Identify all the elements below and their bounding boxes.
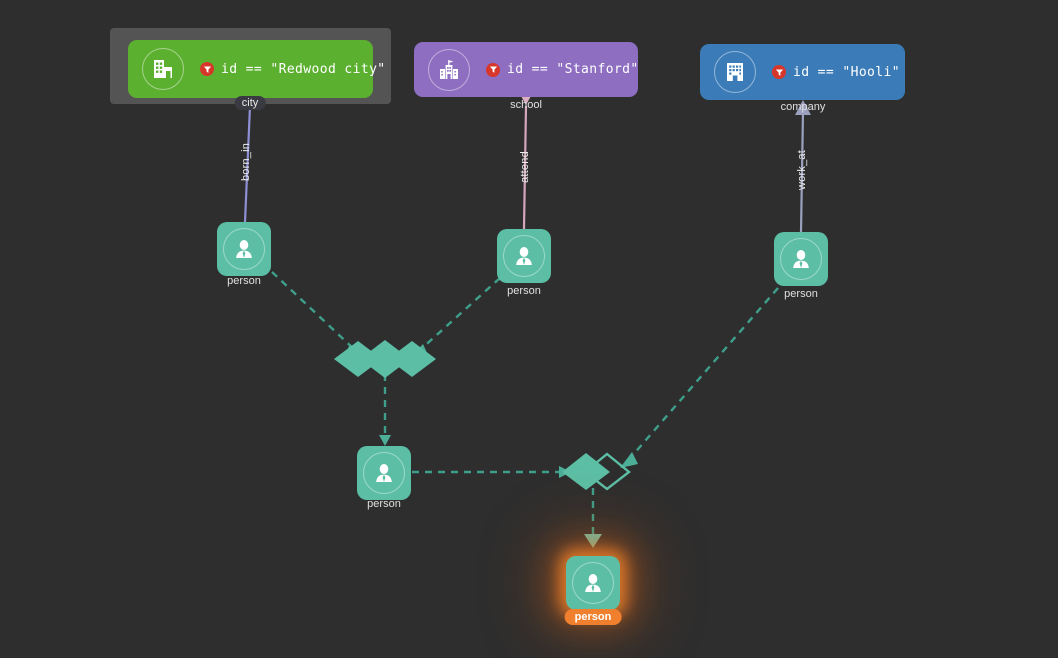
edge-junction-to-person-merged [379,374,391,446]
caption-person-city: person [227,275,261,287]
school-building-flag-icon [428,48,470,91]
filter-funnel-icon [486,62,500,77]
person-node-school[interactable] [497,229,551,283]
office-building-icon [714,51,756,93]
edge-label-work-at: work_at [796,150,808,190]
person-node-merged[interactable] [357,446,411,500]
person-avatar-icon [223,228,265,270]
person-node-result[interactable] [566,556,620,610]
caption-person-school: person [507,285,541,297]
edge-person-company-to-junction-lower [620,287,779,468]
entity-node-city[interactable]: id == "Redwood city" [128,40,385,98]
junction-upper[interactable] [334,340,436,378]
edge-person-school-to-junction [411,277,501,357]
caption-person-result: person [564,609,622,625]
edge-person-merged-to-junction-lower [412,466,571,478]
caption-company: company [780,101,826,113]
person-avatar-icon [572,562,614,604]
company-filter-expression: id == "Hooli" [772,65,900,80]
caption-school: school [510,99,542,111]
edge-person-city-to-junction [271,271,362,357]
edge-junction-lower-to-result [584,488,602,548]
person-node-city[interactable] [217,222,271,276]
school-expression-text: id == "Stanford" [507,62,639,77]
edge-label-born-in: born_in [240,142,252,182]
city-filter-expression: id == "Redwood city" [200,62,386,77]
company-expression-text: id == "Hooli" [793,64,900,80]
filter-funnel-icon [200,62,214,76]
entity-node-school[interactable]: id == "Stanford" [414,42,638,97]
school-filter-expression: id == "Stanford" [486,62,639,77]
caption-city: city [234,96,266,110]
person-node-company[interactable] [774,232,828,286]
edge-label-attend: attend [519,151,531,183]
city-buildings-icon [142,48,184,90]
filter-funnel-icon [772,65,786,79]
entity-node-company[interactable]: id == "Hooli" [700,44,905,100]
person-avatar-icon [503,235,545,277]
person-avatar-icon [780,238,822,280]
junction-lower[interactable] [562,452,631,491]
caption-person-company: person [784,288,818,300]
city-expression-text: id == "Redwood city" [221,61,386,77]
caption-person-merged: person [367,498,401,510]
person-avatar-icon [363,452,405,494]
